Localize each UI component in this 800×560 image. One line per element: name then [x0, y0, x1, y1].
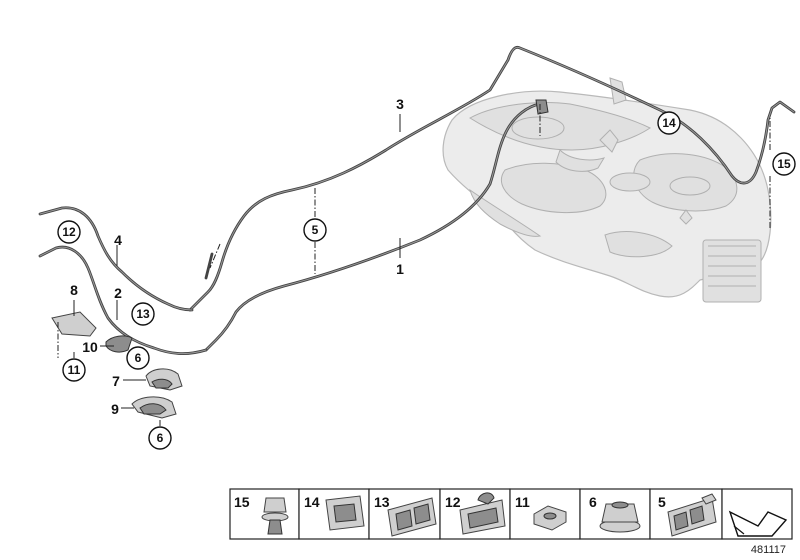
callout-3: 3	[396, 96, 404, 112]
callout-13-circled: 13	[131, 302, 155, 326]
clamp-10	[105, 335, 133, 353]
pipe-holder-icon	[459, 492, 506, 535]
pipe-clip-icon	[325, 495, 365, 531]
parts-cell-13: 13	[368, 488, 441, 540]
svg-text:11: 11	[68, 363, 81, 377]
parts-cell-12: 12	[439, 488, 511, 540]
svg-text:5: 5	[658, 494, 666, 510]
callout-14-circled: 14	[657, 111, 681, 135]
svg-text:5: 5	[312, 223, 319, 237]
callout-12-circled: 12	[57, 220, 81, 244]
callout-5-circled: 5	[303, 218, 327, 242]
svg-text:6: 6	[157, 431, 164, 445]
double-pipe-holder-icon	[387, 497, 437, 537]
svg-text:12: 12	[62, 225, 76, 239]
callout-15-circled: 15	[772, 152, 796, 176]
svg-text:6: 6	[589, 494, 597, 510]
leader-lines	[57, 104, 771, 428]
callout-4: 4	[114, 232, 122, 248]
parts-cell-6: 6	[579, 488, 651, 540]
parts-cell-15: 15	[229, 488, 300, 540]
parts-cell-14: 14	[298, 488, 370, 540]
fuel-tank-illustration	[442, 77, 772, 303]
svg-text:11: 11	[515, 494, 530, 510]
feed-pipe-1	[204, 99, 549, 352]
callout-6-circled-upper: 6	[126, 346, 150, 370]
parts-cell-arrow	[721, 488, 793, 540]
parts-cell-5: 5	[649, 488, 723, 540]
svg-text:15: 15	[234, 494, 250, 510]
callout-6-circled-lower: 6	[148, 426, 172, 450]
svg-text:13: 13	[136, 307, 150, 321]
svg-text:6: 6	[135, 351, 142, 365]
callout-8: 8	[70, 282, 78, 298]
clamp-7	[145, 368, 183, 391]
callout-10: 10	[82, 339, 98, 355]
clamp-9	[131, 396, 177, 419]
svg-text:12: 12	[445, 494, 461, 510]
multi-pipe-holder-icon	[667, 493, 717, 537]
callout-1: 1	[396, 261, 404, 277]
svg-text:13: 13	[374, 494, 390, 510]
parts-cell-11: 11	[509, 488, 581, 540]
hex-collar-nut-icon	[599, 501, 641, 533]
bracket-8	[51, 311, 97, 337]
svg-text:15: 15	[777, 157, 791, 171]
callout-labels: 1 2 3 4 5 6 6 7 8 9 10 11 12 13	[57, 96, 796, 450]
callout-2: 2	[114, 285, 122, 301]
pipe-4	[38, 206, 194, 312]
callout-9: 9	[111, 401, 119, 417]
diagram-reference-number: 481117	[751, 544, 786, 556]
flat-nut-icon	[533, 505, 567, 531]
svg-text:14: 14	[662, 116, 676, 130]
svg-text:14: 14	[304, 494, 320, 510]
pipe-2	[38, 245, 208, 355]
parts-strip: 15 14 13	[229, 488, 793, 540]
vent-pipe-3	[188, 45, 796, 312]
callout-11-circled: 11	[62, 358, 86, 382]
callout-7: 7	[112, 373, 120, 389]
push-rivet-clip-icon	[261, 497, 289, 535]
arrow-direction-icon	[728, 510, 788, 537]
